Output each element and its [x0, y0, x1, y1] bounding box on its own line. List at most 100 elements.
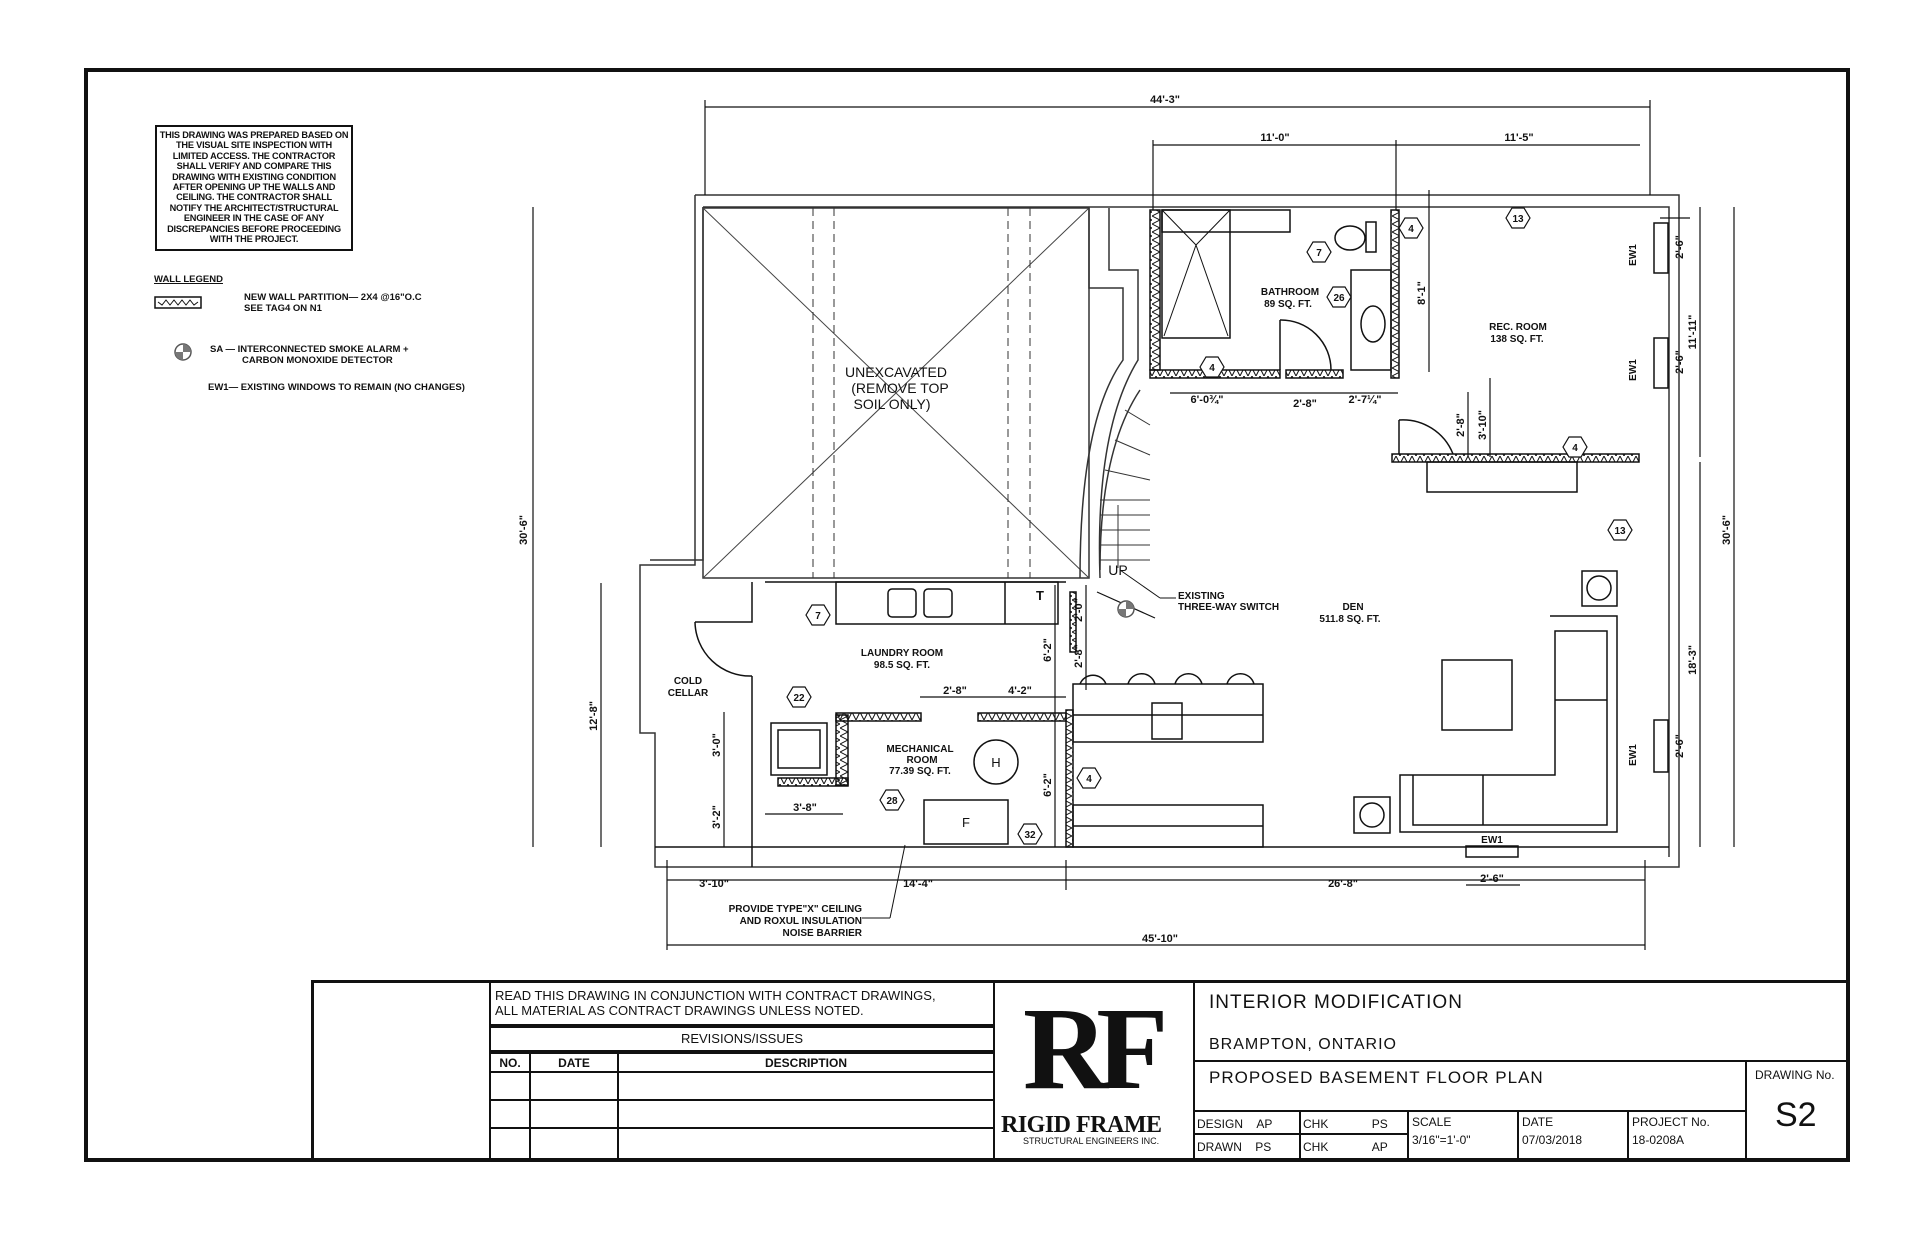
legend-item-smoke-alarm: SA — INTERCONNECTED SMOKE ALARM + CARBON… — [210, 344, 409, 366]
svg-text:4: 4 — [1086, 774, 1092, 785]
svg-text:28: 28 — [886, 796, 898, 807]
design-label: DESIGN — [1197, 1117, 1244, 1131]
switch-note: EXISTING — [1178, 591, 1225, 602]
project-title: INTERIOR MODIFICATION — [1209, 992, 1463, 1013]
date-field: DATE 07/03/2018 — [1517, 1110, 1629, 1162]
dim-window-2: 2'-6" — [1674, 350, 1686, 374]
smoke-alarm-icon — [174, 343, 192, 361]
date-value: 07/03/2018 — [1522, 1133, 1583, 1147]
dim-laundry-wall: 4'-2" — [1008, 685, 1032, 697]
dim-window-1: 2'-6" — [1674, 235, 1686, 259]
tag-hexagon: 4 — [1562, 436, 1588, 458]
drawing-no-label: DRAWING No. — [1755, 1068, 1835, 1082]
dim-bath-w1: 6'-0¾" — [1191, 394, 1224, 406]
room-label-den: DEN — [1342, 602, 1363, 613]
room-label-rec-room: REC. ROOM — [1489, 322, 1547, 333]
ceiling-note-2: AND ROXUL INSULATION — [740, 916, 862, 927]
project-location: BRAMPTON, ONTARIO — [1209, 1036, 1397, 1053]
dim-bath-8-1: 8'-1" — [1416, 281, 1428, 305]
legend-line: SA — INTERCONNECTED SMOKE ALARM + — [210, 344, 409, 355]
drawing-title: PROPOSED BASEMENT FLOOR PLAN — [1209, 1068, 1544, 1087]
chk-value: AP — [1371, 1140, 1388, 1154]
title-block-empty-cell — [311, 980, 491, 1162]
room-area-rec-room: 138 SQ. FT. — [1490, 334, 1544, 345]
wall-partition-hatch-icon — [154, 296, 202, 309]
contract-note-line: READ THIS DRAWING IN CONJUNCTION WITH CO… — [495, 988, 936, 1003]
room-area-mechanical: 77.39 SQ. FT. — [889, 766, 951, 777]
tag-hexagon: 4 — [1199, 356, 1225, 378]
dim-top-overall: 44'-3" — [1150, 94, 1180, 106]
dim-top-rec: 11'-5" — [1504, 132, 1533, 144]
dim-bath-w2: 2'-7¼" — [1349, 394, 1382, 406]
floor-plan: UNEXCAVATED (REMOVE TOP SOIL ONLY) BATHR… — [518, 94, 1735, 950]
dim-mech-3-2: 3'-2" — [711, 805, 723, 829]
svg-text:4: 4 — [1572, 443, 1578, 454]
revision-col-date: DATE — [529, 1052, 619, 1073]
dim-window-bottom: 2'-6" — [1480, 873, 1504, 885]
tag-hexagon: 28 — [879, 789, 905, 811]
dim-mech-3-0: 3'-0" — [711, 733, 723, 757]
revision-row-date — [529, 1127, 619, 1162]
dim-bottom-3-10: 3'-10" — [699, 878, 729, 890]
dim-right-upper: 11'-11" — [1687, 315, 1699, 350]
tag-hexagon: 7 — [805, 604, 831, 626]
date-label: DATE — [1522, 1115, 1554, 1129]
room-label-laundry: LAUNDRY ROOM — [861, 648, 943, 659]
room-label-unexcavated-3: SOIL ONLY) — [853, 396, 930, 412]
ceiling-note: PROVIDE TYPE"X" CEILING — [729, 904, 863, 915]
drawing-no-cell: DRAWING No. S2 — [1745, 1060, 1850, 1162]
svg-text:7: 7 — [1316, 248, 1322, 259]
dim-right-overall: 30'-6" — [1721, 515, 1733, 545]
revision-row-desc — [617, 1071, 995, 1101]
contract-note-line: ALL MATERIAL AS CONTRACT DRAWINGS UNLESS… — [495, 1003, 864, 1018]
dim-laundry-door: 2'-8" — [943, 685, 967, 697]
chk-value: PS — [1371, 1117, 1388, 1131]
dim-bottom-26-8: 26'-8" — [1328, 878, 1358, 890]
smoke-alarm-icon — [1117, 600, 1135, 618]
dim-mech-3-8: 3'-8" — [793, 802, 817, 814]
room-label-unexcavated: UNEXCAVATED — [845, 364, 947, 380]
scale-label: SCALE — [1412, 1115, 1452, 1129]
project-no-field: PROJECT No. 18-0208A — [1627, 1110, 1747, 1162]
drawn-value: PS — [1255, 1140, 1272, 1154]
svg-text:7: 7 — [815, 611, 821, 622]
drawing-no-value: S2 — [1775, 1096, 1817, 1134]
company-logo: RF RIGID FRAME STRUCTURAL ENGINEERS INC. — [993, 980, 1195, 1162]
room-label-unexcavated-2: (REMOVE TOP — [851, 380, 949, 396]
window-tag-ew1: EW1 — [1481, 835, 1503, 846]
dim-bottom-14-4: 14'-4" — [903, 878, 933, 890]
legend-item-wall: NEW WALL PARTITION— 2X4 @16"O.C SEE TAG4… — [244, 292, 422, 314]
revision-row-no — [489, 1071, 531, 1101]
company-name: RIGID FRAME — [1001, 1112, 1162, 1138]
design-field: DESIGN AP — [1193, 1110, 1301, 1135]
svg-text:26: 26 — [1333, 293, 1345, 304]
dim-stair-2-0: 2'-0" — [1073, 598, 1085, 622]
room-label-mechanical: MECHANICAL — [886, 744, 953, 755]
tag-hexagon: 13 — [1505, 207, 1531, 229]
svg-text:22: 22 — [793, 693, 805, 704]
drawn-label: DRAWN — [1197, 1140, 1242, 1154]
tag-hexagon: 32 — [1017, 823, 1043, 845]
general-note-box: THIS DRAWING WAS PREPARED BASED ON THE V… — [155, 125, 353, 251]
stair-up-label: UP — [1108, 562, 1127, 578]
project-no-label: PROJECT No. — [1632, 1115, 1710, 1129]
tag-hexagon: 4 — [1398, 217, 1424, 239]
contract-note: READ THIS DRAWING IN CONJUNCTION WITH CO… — [489, 980, 995, 1026]
logo-letters: RF — [1023, 983, 1168, 1114]
dim-rec-door: 2'-8" — [1455, 413, 1467, 437]
switch-note-2: THREE-WAY SWITCH — [1178, 602, 1279, 613]
dim-window-3: 2'-6" — [1674, 734, 1686, 758]
svg-text:13: 13 — [1614, 526, 1626, 537]
room-label-cold-cellar-2: CELLAR — [668, 688, 709, 699]
dim-bottom-overall: 45'-10" — [1142, 933, 1178, 945]
project-no-value: 18-0208A — [1632, 1133, 1685, 1147]
window-tag-ew1: EW1 — [1628, 744, 1639, 766]
dim-top-bath: 11'-0" — [1260, 132, 1289, 144]
dim-laundry-6-2: 6'-2" — [1042, 638, 1054, 662]
dim-left-overall: 30'-6" — [518, 515, 530, 545]
legend-line: CARBON MONOXIDE DETECTOR — [242, 355, 393, 366]
drawing-title-cell: PROPOSED BASEMENT FLOOR PLAN — [1193, 1060, 1747, 1112]
chk1-field: CHK PS — [1299, 1110, 1409, 1135]
ceiling-note-3: NOISE BARRIER — [783, 928, 863, 939]
room-label-cold-cellar: COLD — [674, 676, 702, 687]
